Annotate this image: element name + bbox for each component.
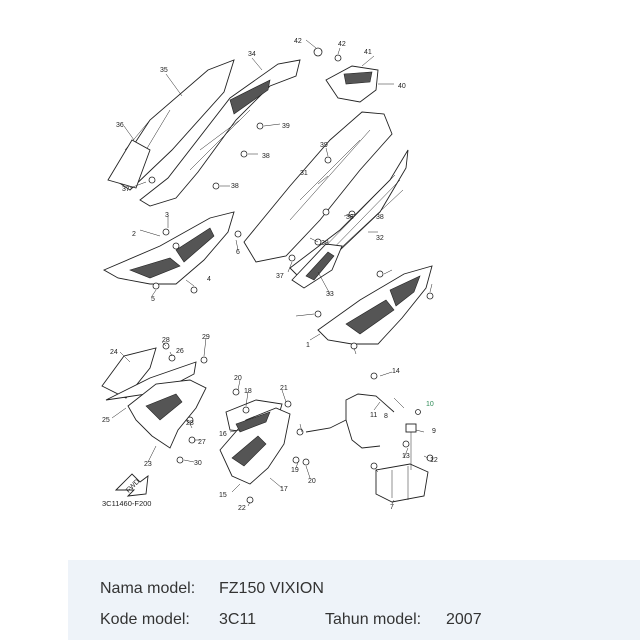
part-7-reservoir-tank xyxy=(375,463,429,503)
callout-22: 22 xyxy=(238,505,246,512)
model-name-value: FZ150 VIXION xyxy=(219,580,324,597)
part-1-side-cover-right xyxy=(317,265,433,345)
callout-20a: 20 xyxy=(234,375,242,382)
callout-6: 6 xyxy=(236,249,240,256)
callout-14: 14 xyxy=(392,368,400,375)
callout-5: 5 xyxy=(151,296,155,303)
callout-32: 32 xyxy=(376,235,384,242)
part-36-inner-panel xyxy=(107,139,151,189)
model-year-label: Tahun model: xyxy=(325,611,422,628)
callout-9: 9 xyxy=(432,428,436,435)
callout-42a: 42 xyxy=(294,38,302,45)
callout-37a: 37 xyxy=(122,186,130,193)
part-9-cap xyxy=(405,423,417,470)
part-11-hose xyxy=(305,393,395,449)
drawing-code: 3C11460-F200 xyxy=(102,499,151,508)
callout-38d: 38 xyxy=(346,214,354,221)
part-34-tail-cowl-left xyxy=(139,59,301,207)
part-31-tail-cowl-right xyxy=(243,111,393,263)
model-name-label: Nama model: xyxy=(100,580,196,597)
callout-17: 17 xyxy=(280,486,288,493)
callout-41: 41 xyxy=(364,49,372,56)
callout-4: 4 xyxy=(207,276,211,283)
callout-39a: 39 xyxy=(282,123,290,130)
callout-19: 19 xyxy=(291,467,299,474)
callout-37b: 37 xyxy=(276,273,284,280)
callout-7: 7 xyxy=(390,504,394,511)
callout-24: 24 xyxy=(110,349,118,356)
part-40-tail-lens xyxy=(325,65,379,103)
callout-16: 16 xyxy=(219,431,227,438)
callout-38e: 38 xyxy=(376,214,384,221)
model-code-label: Kode model: xyxy=(100,611,190,628)
model-name-row: Nama model: FZ150 VIXION xyxy=(100,580,324,598)
model-code-value: 3C11 xyxy=(219,611,257,628)
callout-8: 8 xyxy=(384,413,388,420)
callout-33: 33 xyxy=(326,291,334,298)
callout-35: 35 xyxy=(160,67,168,74)
callout-13: 13 xyxy=(402,453,410,460)
callout-38c: 38 xyxy=(321,240,329,247)
callout-2: 2 xyxy=(132,231,136,238)
model-info-panel: Nama model: FZ150 VIXION Kode model: 3C11 T… xyxy=(68,560,640,640)
callout-11: 11 xyxy=(370,412,377,419)
callout-1: 1 xyxy=(306,342,310,349)
callout-30: 30 xyxy=(194,460,202,467)
callout-28b: 28 xyxy=(186,420,194,427)
callout-leaders xyxy=(111,39,433,507)
callout-34: 34 xyxy=(248,51,256,58)
callout-10-highlighted: 10 xyxy=(426,401,434,408)
callout-42b: 42 xyxy=(338,41,346,48)
callout-23: 23 xyxy=(144,461,152,468)
callout-27: 27 xyxy=(198,439,206,446)
callout-38b: 38 xyxy=(231,183,239,190)
fwd-direction-arrow: FWD xyxy=(114,473,149,497)
part-33-emblem xyxy=(291,243,343,289)
callout-38a: 38 xyxy=(262,153,270,160)
model-code-row: Kode model: 3C11 Tahun model: 2007 xyxy=(100,611,482,629)
callout-20b: 20 xyxy=(308,478,316,485)
callout-25: 25 xyxy=(102,417,110,424)
callout-3: 3 xyxy=(165,212,169,219)
parts-diagram: FWD 1 2 3 4 5 6 7 8 9 10 11 12 13 14 15 … xyxy=(101,38,438,512)
fasteners xyxy=(148,47,434,504)
callout-18: 18 xyxy=(244,388,252,395)
callout-labels: 1 2 3 4 5 6 7 8 9 10 11 12 13 14 15 16 1… xyxy=(102,38,438,512)
callout-12: 12 xyxy=(430,457,438,464)
callout-36: 36 xyxy=(116,122,124,129)
callout-29: 29 xyxy=(202,334,210,341)
callout-31: 31 xyxy=(300,170,308,177)
callout-21: 21 xyxy=(280,385,288,392)
part-2-side-cover-left xyxy=(102,211,235,285)
callout-28a: 28 xyxy=(162,337,170,344)
callout-26: 26 xyxy=(176,348,184,355)
callout-15: 15 xyxy=(219,492,227,499)
callout-40: 40 xyxy=(398,83,406,90)
callout-39b: 39 xyxy=(320,142,328,149)
part-15-shroud xyxy=(219,407,291,485)
part-23-front-cover xyxy=(127,379,207,449)
model-year-value: 2007 xyxy=(446,611,482,628)
